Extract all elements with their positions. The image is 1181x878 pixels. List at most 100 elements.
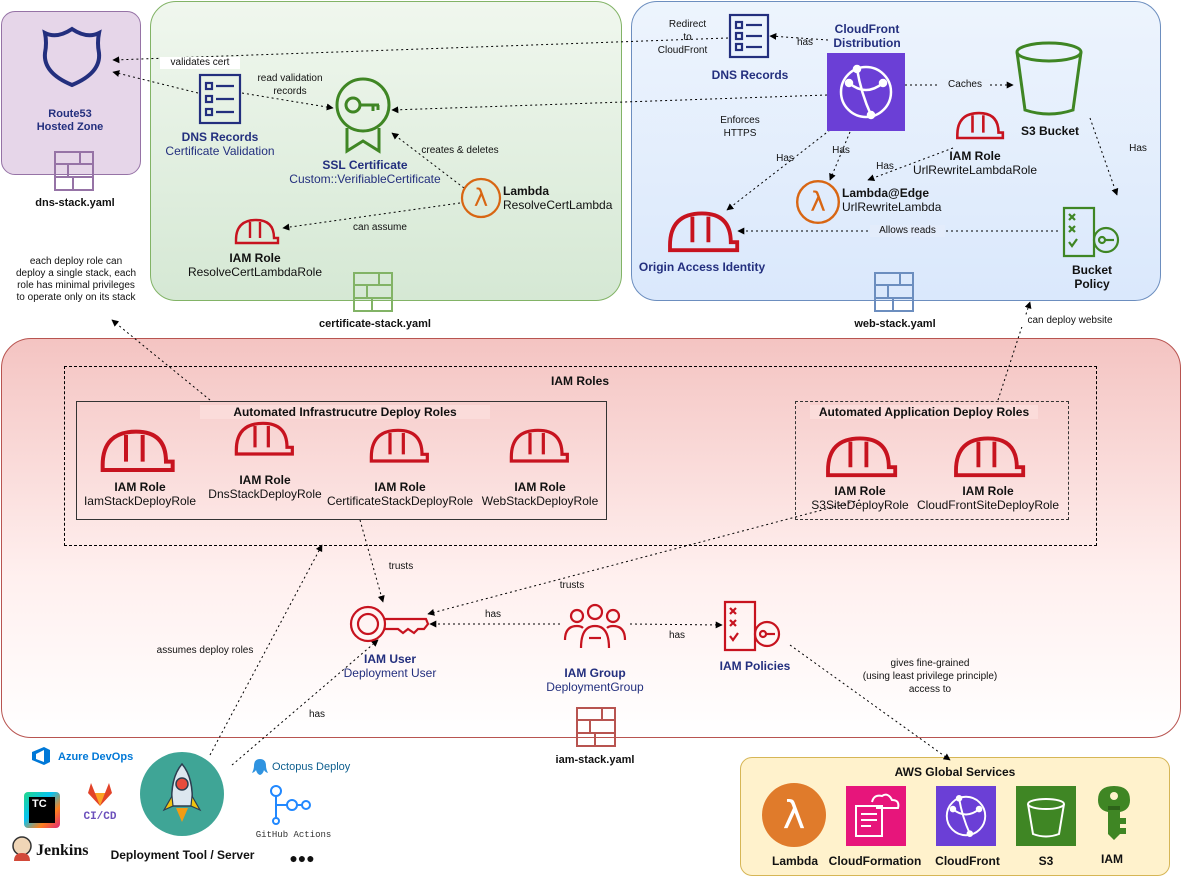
lambda-edge-icon: λ bbox=[795, 179, 841, 225]
service-label-iam: IAM bbox=[1101, 852, 1123, 866]
lambda-edge-title: Lambda@Edge bbox=[842, 186, 930, 200]
role-item-name: WebStackDeployRole bbox=[481, 494, 599, 508]
cloudformation-service-icon bbox=[846, 786, 906, 846]
edge-read-validation-2: records bbox=[273, 86, 307, 97]
edge-redirect-1: Redirect bbox=[668, 19, 707, 30]
ssl-cert-sub: Custom::VerifiableCertificate bbox=[289, 172, 441, 186]
helmet-icon bbox=[234, 421, 294, 456]
edge-read-validation-1: read validation bbox=[257, 73, 323, 84]
role-item: IAM Role CertificateStackDeployRole bbox=[327, 425, 475, 515]
lambda-edge-sub: UrlRewriteLambda bbox=[842, 200, 942, 214]
bucket-policy-title: Bucket bbox=[1071, 263, 1112, 277]
certificate-stack-icon bbox=[353, 272, 393, 312]
edge-has-role: Has bbox=[876, 161, 894, 172]
iam-roles-title: IAM Roles bbox=[550, 374, 609, 388]
edge-redirect-2: to bbox=[683, 32, 692, 43]
web-dns-records-icon bbox=[728, 13, 770, 59]
iam-group-sub: DeploymentGroup bbox=[546, 680, 644, 694]
iam-policies-title: IAM Policies bbox=[719, 659, 791, 673]
ssl-certificate-icon bbox=[335, 77, 391, 154]
helmet-icon bbox=[509, 428, 569, 463]
cert-dns-records-title: DNS Records bbox=[181, 130, 259, 144]
dns-stack-zone bbox=[1, 11, 141, 175]
edge-redirect-3: CloudFront bbox=[657, 45, 708, 56]
role-item-title: IAM Role bbox=[834, 484, 886, 498]
web-stack-file: web-stack.yaml bbox=[854, 318, 936, 330]
web-dns-records-title: DNS Records bbox=[711, 68, 789, 82]
role-item-name: CloudFrontSiteDeployRole bbox=[916, 498, 1060, 512]
service-label-lambda: Lambda bbox=[771, 854, 818, 868]
teamcity-logo: TC bbox=[24, 792, 60, 828]
iam-service-icon bbox=[1098, 786, 1130, 840]
gitlab-icon bbox=[88, 783, 112, 806]
cert-dns-records-sub: Certificate Validation bbox=[165, 144, 275, 158]
role-item-name: IamStackDeployRole bbox=[83, 494, 197, 508]
url-rewrite-role-icon bbox=[956, 111, 1005, 140]
iam-stack-file: iam-stack.yaml bbox=[555, 754, 635, 766]
edge-validates-cert: validates cert bbox=[160, 57, 240, 69]
edge-trusts-1: trusts bbox=[388, 561, 414, 572]
dns-records-icon bbox=[198, 73, 242, 125]
role-item-title: IAM Role bbox=[374, 480, 426, 494]
infra-roles-frame bbox=[76, 401, 607, 520]
edge-can-assume: can assume bbox=[353, 222, 407, 233]
edge-has-edge: Has bbox=[832, 145, 850, 156]
teamcity-text: TC bbox=[29, 797, 55, 823]
cloudfront-title2: Distribution bbox=[833, 36, 901, 50]
svg-text:λ: λ bbox=[810, 188, 826, 218]
edge-has-policies: has bbox=[668, 630, 686, 641]
route53-title: Route53 bbox=[48, 108, 92, 120]
helmet-icon bbox=[369, 428, 429, 463]
edge-has-user: has bbox=[484, 609, 502, 620]
cert-role-sub: ResolveCertLambdaRole bbox=[187, 265, 323, 279]
svg-text:λ: λ bbox=[474, 184, 488, 212]
iam-roles-frame bbox=[64, 366, 1097, 546]
role-item: IAM Role WebStackDeployRole bbox=[482, 425, 615, 515]
jenkins-icon bbox=[12, 836, 32, 861]
role-item-title: IAM Role bbox=[239, 473, 291, 487]
iam-group-title: IAM Group bbox=[564, 666, 626, 680]
helmet-icon bbox=[826, 436, 898, 478]
edge-has-tool: has bbox=[308, 709, 326, 720]
oai-title: Origin Access Identity bbox=[638, 260, 766, 274]
cloudfront-title: CloudFront bbox=[834, 22, 900, 36]
iam-role-helmet-icon bbox=[234, 218, 280, 245]
more-tools-ellipsis: ●●● bbox=[289, 850, 315, 866]
infra-roles-title: Automated Infrastrucutre Deploy Roles bbox=[200, 405, 490, 419]
gitlab-cicd-label: CI/CD bbox=[83, 811, 117, 823]
azure-devops-icon bbox=[32, 747, 50, 765]
origin-access-identity-icon bbox=[668, 211, 740, 253]
iam-stack-icon bbox=[576, 707, 616, 747]
edge-enforces-2: HTTPS bbox=[723, 128, 757, 139]
certificate-stack-file: certificate-stack.yaml bbox=[319, 318, 431, 330]
azure-devops-label: Azure DevOps bbox=[58, 751, 134, 763]
iam-user-sub: Deployment User bbox=[343, 666, 437, 680]
note-line-3: role has minimal privileges bbox=[17, 280, 135, 291]
edge-has-dns: has bbox=[796, 37, 814, 48]
edge-has-policy: Has bbox=[1129, 143, 1147, 154]
note-line-4: to operate only on its stack bbox=[16, 292, 136, 303]
url-rewrite-role-title: IAM Role bbox=[949, 149, 1001, 163]
role-item: IAM Role CloudFrontSiteDeployRole bbox=[917, 432, 1059, 522]
bucket-policy-icon bbox=[1062, 206, 1120, 258]
note-line-2: deploy a single stack, each bbox=[15, 268, 137, 279]
iam-user-title: IAM User bbox=[363, 652, 416, 666]
edge-fine-grained-3: access to bbox=[908, 684, 952, 695]
deployment-rocket-icon bbox=[140, 752, 224, 836]
svg-text:λ: λ bbox=[783, 793, 806, 837]
iam-group-icon bbox=[563, 603, 627, 649]
bucket-policy-title2: Policy bbox=[1074, 277, 1110, 291]
github-actions-label: GitHub Actions bbox=[255, 830, 332, 840]
s3-bucket-title: S3 Bucket bbox=[1020, 124, 1080, 138]
role-item: IAM Role S3SiteDeployRole bbox=[811, 432, 930, 522]
role-item-title: IAM Role bbox=[962, 484, 1014, 498]
global-services-title: AWS Global Services bbox=[894, 765, 1016, 779]
app-roles-frame bbox=[795, 401, 1069, 520]
cloudfront-service-icon bbox=[936, 786, 996, 846]
s3-service-icon bbox=[1016, 786, 1076, 846]
octopus-label: Octopus Deploy bbox=[272, 761, 351, 773]
edge-allows-reads: Allows reads bbox=[870, 225, 945, 237]
jenkins-label: Jenkins bbox=[36, 842, 89, 859]
helmet-icon bbox=[954, 436, 1026, 478]
role-item-name: DnsStackDeployRole bbox=[208, 487, 322, 501]
